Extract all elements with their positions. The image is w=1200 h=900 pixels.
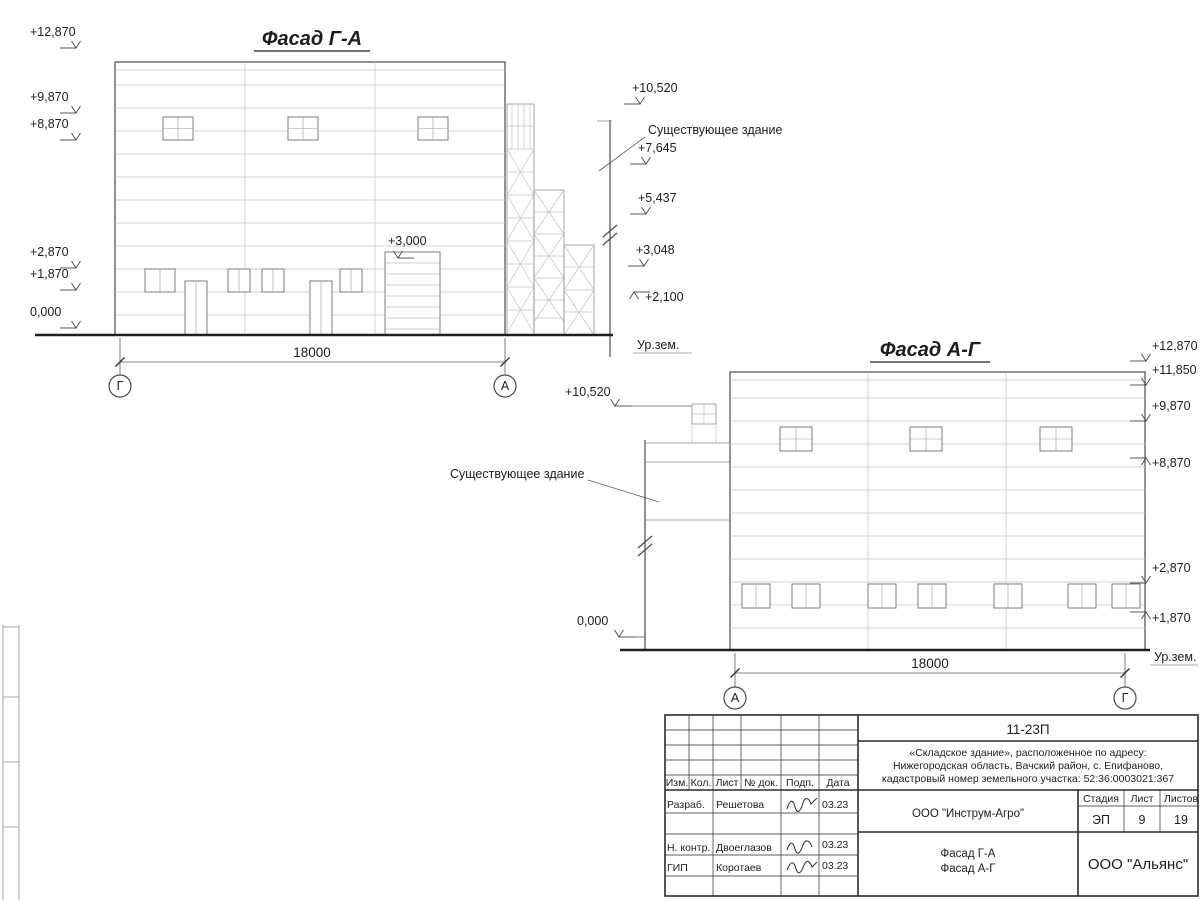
existing-label-leader — [598, 136, 646, 172]
elevation-mark: +12,870 — [30, 25, 76, 39]
facade-ga-marks-left: +12,870 +9,870 +8,870 +2,870 +1,870 0,00… — [30, 25, 81, 329]
elevation-mark: +2,870 — [30, 245, 69, 259]
elevation-mark: +7,645 — [638, 141, 677, 155]
elevation-mark: +9,870 — [1152, 399, 1191, 413]
sheet-frame-strip — [2, 625, 20, 900]
stair-tower — [506, 103, 595, 336]
elevation-mark: +1,870 — [30, 267, 69, 281]
stage-value: ЭП — [1092, 813, 1110, 827]
sheet-label: Лист — [1131, 793, 1154, 805]
axis-label: Г — [117, 379, 124, 393]
col-kol: Кол. — [691, 777, 712, 789]
elevation-mark: +3,048 — [636, 243, 675, 257]
col-list: Лист — [716, 777, 739, 789]
facade-ag-lower-windows — [741, 583, 1141, 609]
row-role: Разраб. — [667, 799, 705, 811]
signature — [786, 797, 818, 812]
elevation-mark: +2,100 — [645, 290, 684, 304]
facade-ga-marks-right: +10,520 Существующее здание +7,645 +5,43… — [623, 81, 782, 354]
doc-code: 11-23П — [1006, 722, 1049, 737]
row-name: Двоеглазов — [716, 842, 772, 854]
elevation-mark: +11,850 — [1152, 363, 1197, 377]
project-address-line2: Нижегородская область, Вачский район, с.… — [893, 760, 1163, 772]
drawing-name-line1: Фасад Г-А — [941, 848, 996, 860]
facade-ag-upper-windows — [779, 426, 1073, 452]
elevation-mark: +8,870 — [1152, 456, 1191, 470]
elevation-mark: +5,437 — [638, 191, 677, 205]
elevation-mark: +10,520 — [565, 385, 611, 399]
project-address-line1: «Складское здание», расположенное по адр… — [909, 747, 1146, 759]
drawing-name-line2: Фасад А-Г — [941, 863, 997, 875]
existing-building-ag — [637, 403, 730, 650]
elevation-mark: +2,870 — [1152, 561, 1191, 575]
dimension-ga: 18000 — [115, 338, 510, 374]
title-block: Изм. Кол. Лист № док. Подп. Дата Разраб.… — [664, 714, 1199, 897]
stage-label: Стадия — [1083, 793, 1119, 805]
row-date: 03.23 — [822, 860, 848, 872]
elevation-mark: +10,520 — [632, 81, 678, 95]
facade-ag-marks-right: +12,870 +11,850 +9,870 +8,870 +2,870 +1,… — [1129, 339, 1198, 666]
row-date: 03.23 — [822, 839, 848, 851]
axis-label: А — [731, 691, 740, 705]
col-doc: № док. — [744, 777, 778, 789]
axis-bubble — [493, 374, 517, 398]
facade-ga-title: Фасад Г-А — [262, 28, 362, 50]
facade-ga-upper-windows — [162, 116, 449, 141]
facade-ga-gate — [384, 251, 441, 336]
elevation-mark: 0,000 — [577, 614, 608, 628]
sheets-value: 19 — [1174, 813, 1188, 827]
project-address-line3: кадастровый номер земельного участка: 52… — [882, 773, 1174, 785]
axis-bubble — [1113, 686, 1137, 710]
axis-label: А — [501, 379, 510, 393]
col-data: Дата — [826, 777, 849, 789]
existing-building-label: Существующее здание — [648, 123, 782, 137]
dimension-ag: 18000 — [730, 653, 1130, 687]
ground-level-label: Ур.зем. — [1154, 650, 1196, 664]
elevation-mark: +8,870 — [30, 117, 69, 131]
facade-ga: Фасад Г-А +3,000 — [30, 25, 782, 398]
company-name: ООО "Инструм-Агро" — [912, 808, 1024, 820]
row-name: Коротаев — [716, 862, 762, 874]
facade-ag: Фасад А-Г Су — [450, 339, 1198, 710]
dimension-label: 18000 — [911, 656, 949, 671]
row-role: ГИП — [667, 862, 688, 874]
gate-elevation-mark: +3,000 — [388, 234, 427, 248]
signature — [786, 840, 813, 854]
existing-label-leader — [587, 479, 660, 503]
organization-name: ООО "Альянс" — [1088, 856, 1188, 873]
facade-ag-title: Фасад А-Г — [880, 339, 982, 361]
facade-ga-lower-openings — [144, 251, 441, 336]
row-role: Н. контр. — [667, 842, 710, 854]
axis-bubble — [723, 686, 747, 710]
elevation-mark: 0,000 — [30, 305, 61, 319]
axis-label: Г — [1122, 691, 1129, 705]
row-name: Решетова — [716, 799, 764, 811]
signature — [786, 860, 818, 874]
dimension-label: 18000 — [293, 345, 331, 360]
axis-bubble — [108, 374, 132, 398]
row-date: 03.23 — [822, 799, 848, 811]
elevation-mark: +1,870 — [1152, 611, 1191, 625]
col-izm: Изм. — [666, 777, 689, 789]
col-podp: Подп. — [786, 777, 814, 789]
elevation-mark: +9,870 — [30, 90, 69, 104]
ground-level-label: Ур.зем. — [637, 338, 679, 352]
existing-building-label: Существующее здание — [450, 467, 584, 481]
sheet-value: 9 — [1139, 813, 1146, 827]
elevation-mark: +12,870 — [1152, 339, 1198, 353]
sheets-label: Листов — [1164, 793, 1199, 805]
existing-building-edge — [597, 120, 618, 357]
